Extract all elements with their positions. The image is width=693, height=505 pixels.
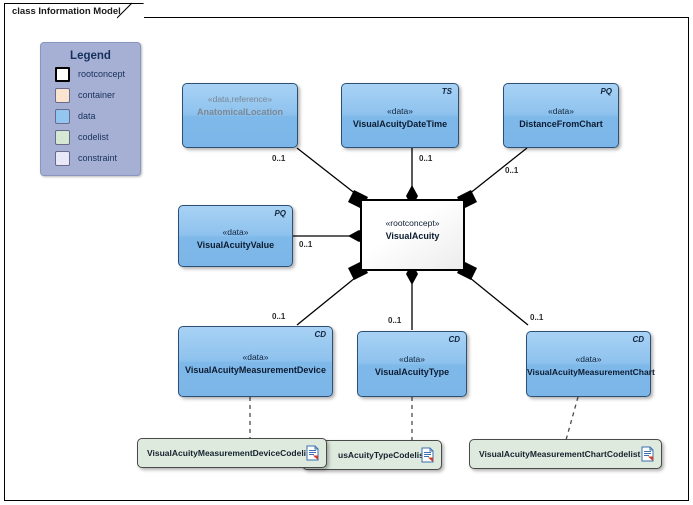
codelist-label-visual-acuity-measurement-device: VisualAcuityMeasurementDeviceCodelist [147,448,314,458]
codelist-box-visual-acuity-measurement-chart[interactable]: VisualAcuityMeasurementChartCodelist [469,439,662,469]
multiplicity-visual-acuity-value: 0..1 [299,240,313,249]
document-icon [306,445,319,461]
diagram-title: class Information Model [12,6,121,17]
class-name-visual-acuity-value: VisualAcuityValue [196,240,275,250]
class-stereotype-anatomical-location: «data,reference» [207,94,273,104]
class-name-distance-from-chart: DistanceFromChart [519,119,603,129]
document-icon [421,447,434,463]
class-box-visual-acuity-rootconcept[interactable]: «rootconcept» VisualAcuity [360,199,465,271]
legend-item-rootconcept: rootconcept [55,65,140,83]
legend-label-data: data [78,111,96,121]
codelist-label-visual-acuity-measurement-chart: VisualAcuityMeasurementChartCodelist [479,449,641,459]
class-stereotype-visual-acuity-type: «data» [399,354,425,364]
class-tag-visual-acuity-measurement-device: CD [314,330,326,339]
class-stereotype-visual-acuity-measurement-device: «data» [242,352,269,362]
class-box-anatomical-location[interactable]: «data,reference» AnatomicalLocation [182,83,298,148]
legend-item-constraint: constraint [55,149,140,167]
multiplicity-visual-acuity-date-time: 0..1 [419,154,433,163]
class-name-visual-acuity-measurement-chart: VisualAcuityMeasurementChart [527,367,655,377]
class-stereotype-visual-acuity-measurement-chart: «data» [575,354,602,364]
codelist-box-visual-acuity-measurement-device[interactable]: VisualAcuityMeasurementDeviceCodelist [137,438,327,468]
class-stereotype-visual-acuity-date-time: «data» [387,106,413,116]
class-box-visual-acuity-value[interactable]: PQ «data» VisualAcuityValue [178,205,293,267]
class-tag-visual-acuity-measurement-chart: CD [632,335,644,344]
codelist-label-visual-acuity-type: usAcuityTypeCodelist [338,450,427,460]
diagram-title-tab: class Information Model [4,3,144,20]
multiplicity-anatomical-location: 0..1 [272,154,286,163]
legend-title: Legend [70,50,111,62]
legend-item-data: data [55,107,140,125]
legend-label-codelist: codelist [78,132,109,142]
multiplicity-visual-acuity-measurement-chart: 0..1 [530,313,544,322]
class-box-visual-acuity-type[interactable]: CD «data» VisualAcuityType [357,331,467,397]
class-tag-visual-acuity-value: PQ [274,209,286,218]
multiplicity-visual-acuity-type: 0..1 [388,316,402,325]
class-stereotype-visual-acuity-value: «data» [222,227,249,237]
class-name-visual-acuity-date-time: VisualAcuityDateTime [352,119,448,129]
class-tag-visual-acuity-type: CD [448,335,460,344]
legend-swatch-container [55,87,70,103]
legend-swatch-codelist [55,129,70,145]
legend-swatch-data [55,108,70,124]
legend-swatch-constraint [55,150,70,166]
legend-label-constraint: constraint [78,153,118,163]
class-stereotype-distance-from-chart: «data» [548,106,574,116]
title-tab-corner-icon [117,2,133,19]
legend-item-container: container [55,86,140,104]
multiplicity-visual-acuity-measurement-device: 0..1 [272,312,286,321]
class-name-visual-acuity: VisualAcuity [385,231,440,241]
legend-label-rootconcept: rootconcept [78,69,126,79]
document-icon [641,446,654,462]
class-box-visual-acuity-measurement-device[interactable]: CD «data» VisualAcuityMeasurementDevice [178,326,333,397]
legend-item-codelist: codelist [55,128,140,146]
class-box-distance-from-chart[interactable]: PQ «data» DistanceFromChart [503,83,619,148]
multiplicity-distance-from-chart: 0..1 [505,166,519,175]
class-stereotype-visual-acuity: «rootconcept» [385,218,440,228]
class-tag-visual-acuity-date-time: TS [441,87,452,96]
class-name-visual-acuity-type: VisualAcuityType [374,367,450,377]
legend-label-container: container [78,90,116,100]
class-name-visual-acuity-measurement-device: VisualAcuityMeasurementDevice [185,365,326,375]
class-tag-distance-from-chart: PQ [600,87,612,96]
class-name-anatomical-location: AnatomicalLocation [196,107,283,117]
legend-swatch-rootconcept [55,66,70,82]
class-box-visual-acuity-measurement-chart[interactable]: CD «data» VisualAcuityMeasurementChart [526,331,655,397]
legend-panel: Legend rootconcept container data codeli… [40,42,141,176]
class-box-visual-acuity-date-time[interactable]: TS «data» VisualAcuityDateTime [341,83,459,148]
